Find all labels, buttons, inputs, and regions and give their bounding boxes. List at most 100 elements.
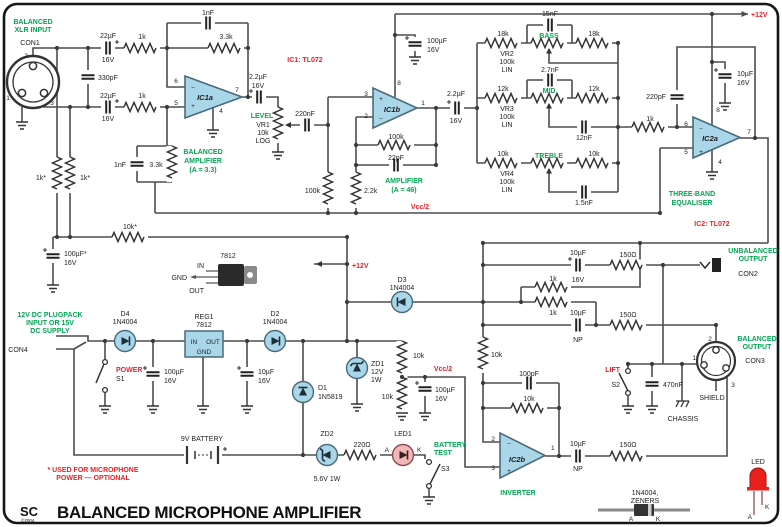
res-150-mid xyxy=(610,320,646,331)
p12v-top-label: +12V xyxy=(751,12,768,19)
res-100k-in-label: 100k xyxy=(305,188,321,195)
res-100k-in xyxy=(323,172,334,208)
cap-100uf-ph-label: 100µF* xyxy=(64,251,87,258)
res-1k-sum-label: 1k xyxy=(646,116,654,123)
led1-anode: A xyxy=(385,447,390,454)
ic1b-tag2: (A = 46) xyxy=(391,187,416,194)
ic2b-pin2: 2 xyxy=(491,436,495,443)
con1-label: CON1 xyxy=(20,40,40,47)
res-10k-l-label: 10k xyxy=(497,151,509,158)
res-10k-r xyxy=(576,158,612,169)
ic1b-plus: + xyxy=(379,96,383,103)
vr3-label: VR3 xyxy=(500,106,514,113)
res-100k-fb xyxy=(378,140,414,151)
cap-100uf-phantom xyxy=(44,248,62,264)
res-12k-l xyxy=(485,93,521,104)
res-3k3-lp-label: 3.3k xyxy=(149,162,163,169)
ic2b-pin1: 1 xyxy=(551,445,555,452)
res-150-hot xyxy=(610,260,646,271)
xlr3-pin1: 1 xyxy=(692,355,696,362)
res-220ohm xyxy=(344,450,380,461)
cap-100uf-vcc2-v: 16V xyxy=(435,396,448,403)
res-1k-phantom1 xyxy=(52,157,63,193)
unbal-label-2: OUTPUT xyxy=(739,256,769,263)
res-10k-bias-label: 10k xyxy=(491,352,503,359)
res-12k-r xyxy=(576,93,612,104)
switch-s1 xyxy=(95,358,109,394)
res-1k-top xyxy=(124,43,160,54)
cap-100pf-label: 100pF xyxy=(519,371,539,378)
d3-type: 1N4004 xyxy=(390,285,415,292)
cap-22uf-top-v: 16V xyxy=(102,57,115,64)
led1 xyxy=(391,443,415,467)
d3-label: D3 xyxy=(398,277,407,284)
switch-s2 xyxy=(618,367,632,397)
cap-2u2b-v: 16V xyxy=(450,118,463,125)
switch-s3 xyxy=(425,458,441,490)
cap-10uf-np-mid xyxy=(570,316,586,334)
res-10k-top-label: 10k xyxy=(413,353,425,360)
con4-label: CON4 xyxy=(8,347,28,354)
cap-2n7-label: 2.7nF xyxy=(541,67,559,74)
battery-test-2: TEST xyxy=(434,450,453,457)
ic2a-name: IC2a xyxy=(702,134,718,143)
ic2-type-label: IC2: TL072 xyxy=(694,221,730,228)
res-10k-div-top xyxy=(397,341,408,377)
res-10k-div-bot xyxy=(397,377,408,413)
res-10k-bot-label: 10k xyxy=(382,394,394,401)
lift-label: LIFT xyxy=(605,367,620,374)
ic1a-pin5: 5 xyxy=(174,100,178,107)
d2-type: 1N4004 xyxy=(263,319,288,326)
publisher-logo: SC xyxy=(20,504,39,519)
zd2-v: 5.6V 1W xyxy=(314,476,341,483)
cap-10uf-ic2-supply xyxy=(716,68,734,84)
res-1k-in xyxy=(535,297,571,308)
res-1k-ph2-label: 1k* xyxy=(80,175,90,182)
ic1a-name: IC1a xyxy=(197,93,213,102)
res-1k-fb xyxy=(535,282,571,293)
ic1a-tag1: BALANCED xyxy=(183,149,222,156)
opamp-ic2a xyxy=(692,115,743,160)
xlr-input-connector xyxy=(5,54,61,110)
cap-2u2b-label: 2.2µF xyxy=(447,91,465,98)
cap-1nf-lp xyxy=(128,156,146,172)
res-150-mid-label: 150Ω xyxy=(620,312,637,319)
res-18k-r xyxy=(576,38,612,49)
cap-100uf-sup-label: 100µF xyxy=(427,38,447,45)
d4-type: 1N4004 xyxy=(113,319,138,326)
input-heading-2: XLR INPUT xyxy=(15,27,53,34)
ic1b-pin8: 8 xyxy=(397,80,401,87)
vr4-label: VR4 xyxy=(500,171,514,178)
cap-2u2a-label: 2.2µF xyxy=(249,74,267,81)
res-220-label: 220Ω xyxy=(354,442,371,449)
battery-test-1: BATTERY xyxy=(434,442,467,449)
cap-12nf-label: 12nF xyxy=(576,135,592,142)
ic2b-name: IC2b xyxy=(509,455,526,464)
led1-label: LED1 xyxy=(394,431,412,438)
legend-led-k: K xyxy=(765,504,770,511)
res-1k-in-label: 1k xyxy=(549,310,557,317)
res-1k-ph1-label: 1k* xyxy=(36,175,46,182)
ic1b-pin3: 3 xyxy=(364,91,368,98)
xlr1-pin3: 3 xyxy=(50,100,54,107)
reg-gnd-pin: GND xyxy=(197,349,212,356)
s1-label: S1 xyxy=(116,376,125,383)
ic2a-pin6: 6 xyxy=(684,121,688,128)
zd1-w: 1W xyxy=(371,377,382,384)
reg-7812-pinout-inset xyxy=(190,264,257,286)
cap-22pf-label: 22pF xyxy=(388,155,404,162)
reg1-label: REG1 xyxy=(194,314,213,321)
ic2a-minus: − xyxy=(699,126,703,133)
opamp-ic2b xyxy=(499,431,547,480)
inset-in-label: IN xyxy=(197,263,204,270)
cap-470nf-label: 470nF xyxy=(663,382,683,389)
ic1a-pin6: 6 xyxy=(174,78,178,85)
vr2-label: VR2 xyxy=(500,51,514,58)
diode-d4 xyxy=(113,329,137,353)
cap-10uf-psu-label: 10µF xyxy=(258,369,274,376)
res-2k2 xyxy=(351,172,362,208)
inverter-label: INVERTER xyxy=(500,490,535,497)
legend-led-a: A xyxy=(748,514,753,521)
